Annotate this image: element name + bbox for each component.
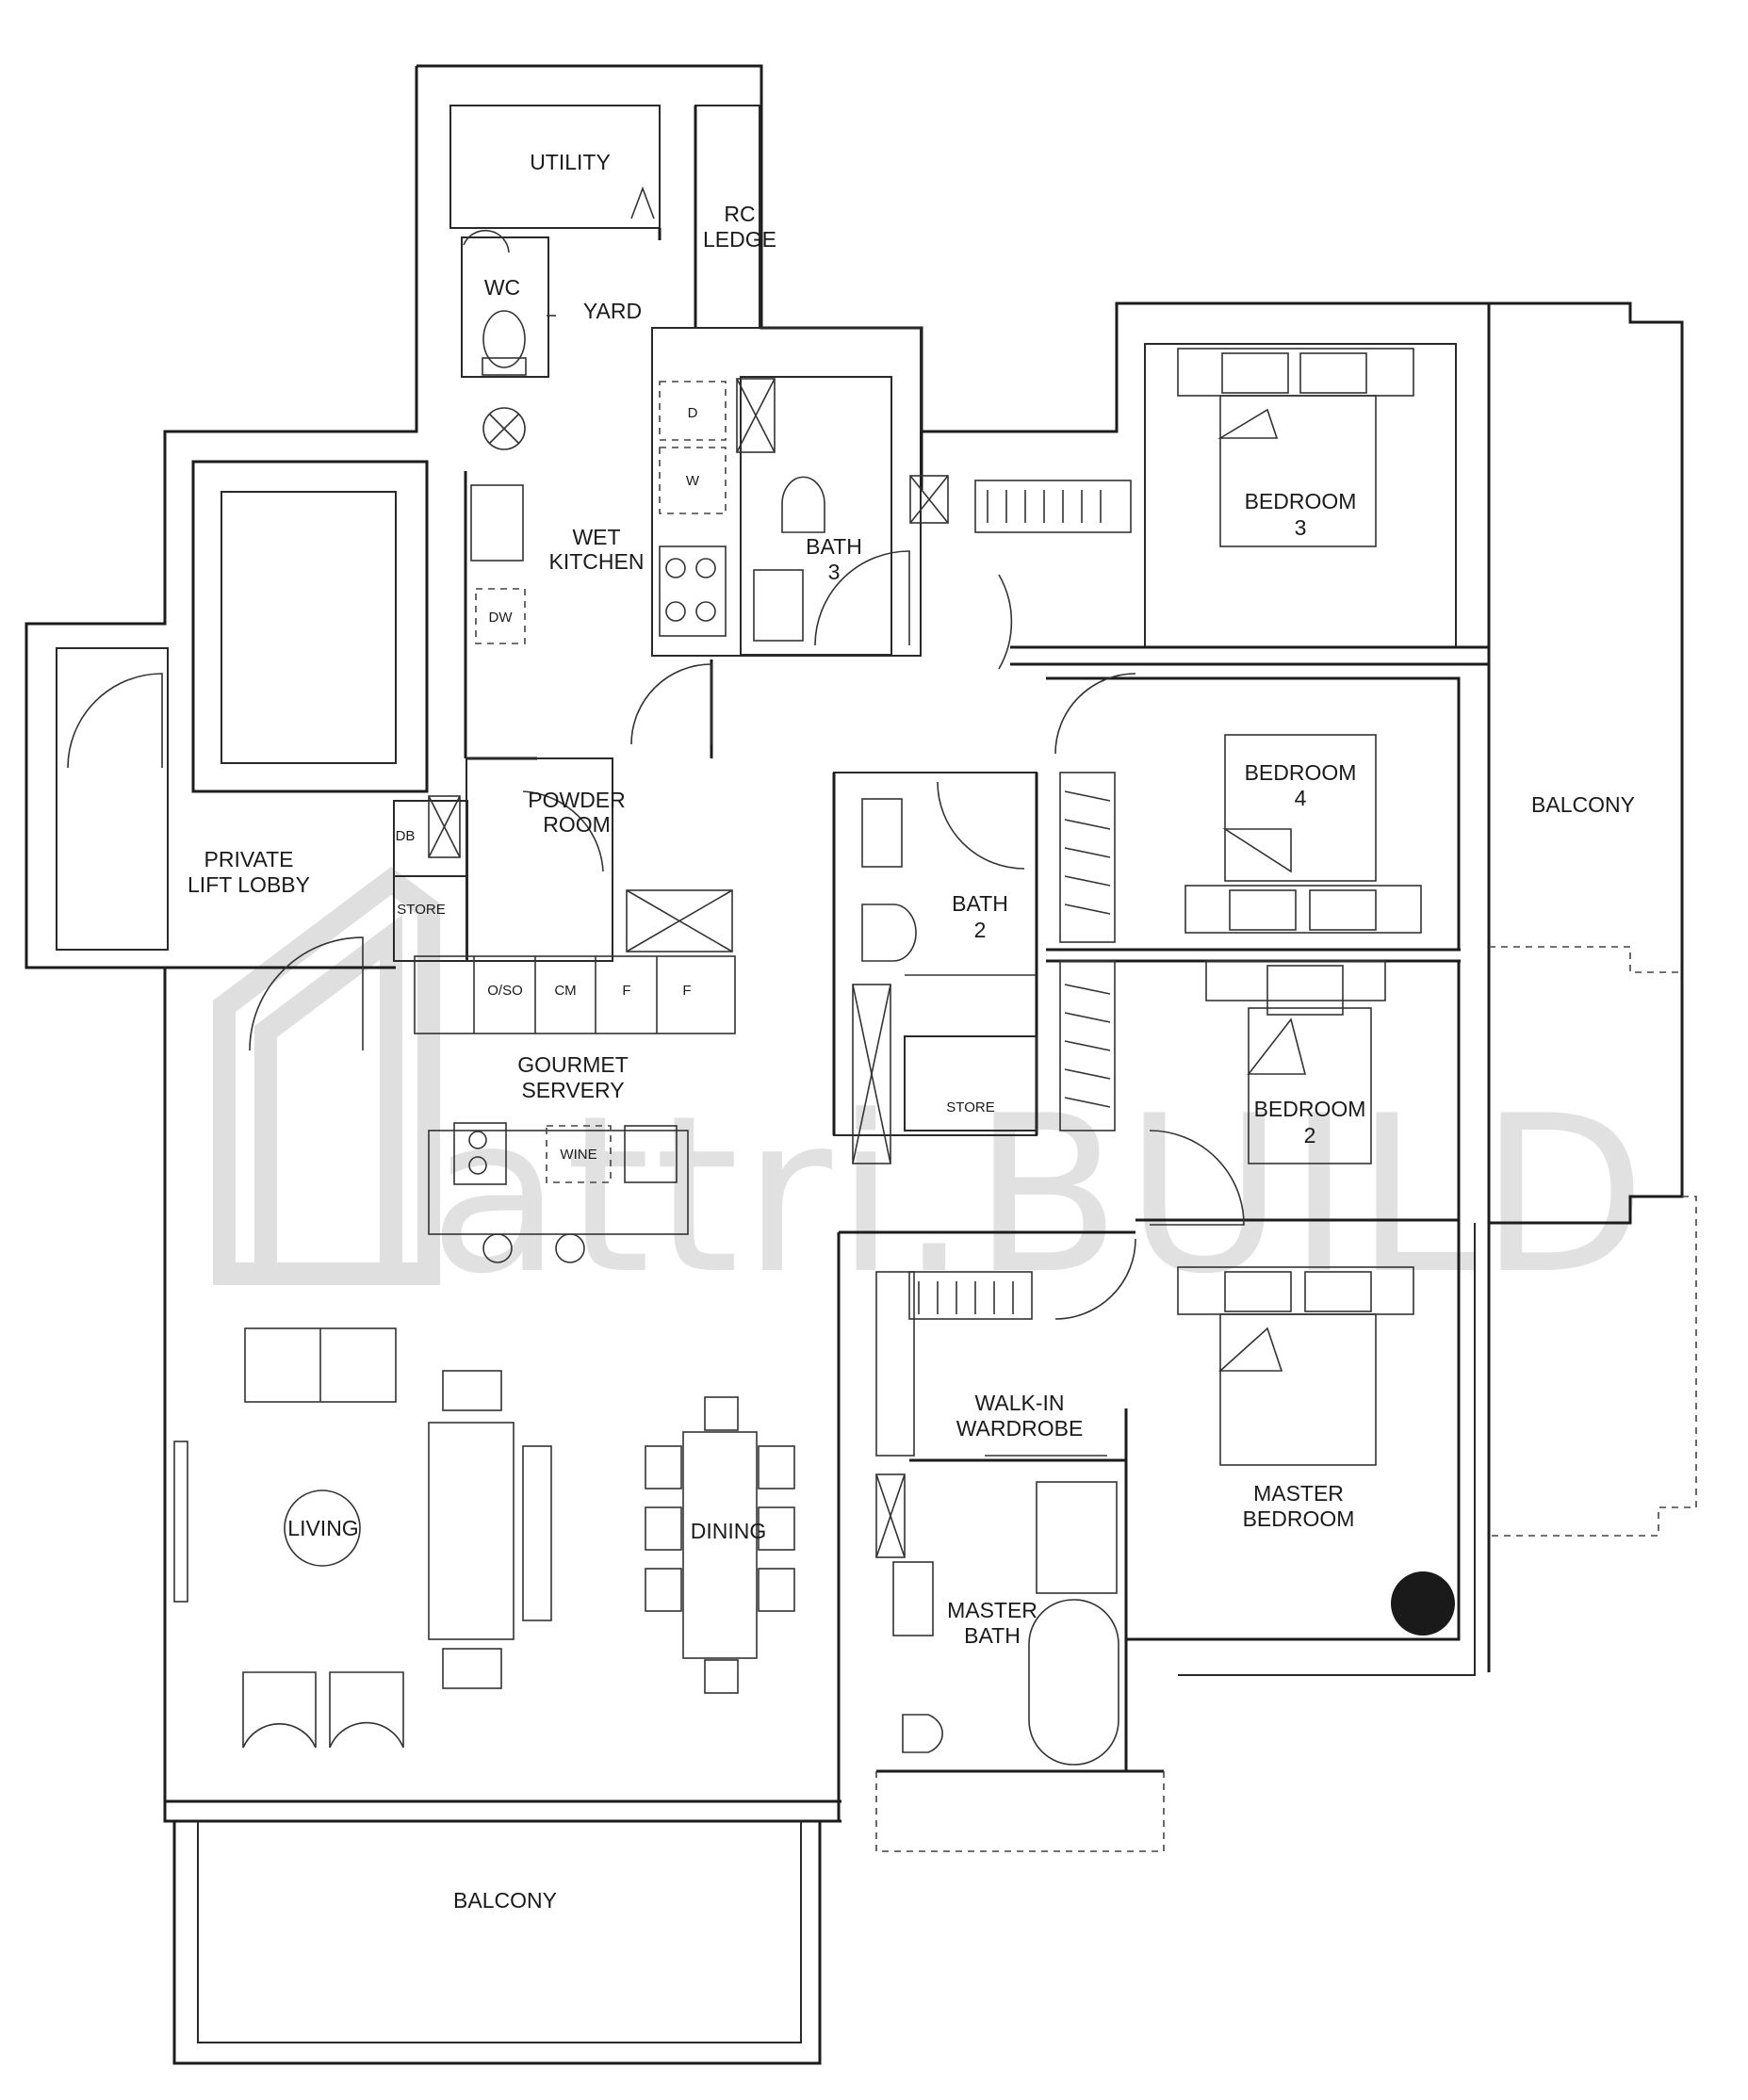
label-oven: O/SO xyxy=(487,983,523,999)
label-fridge-1: F xyxy=(622,983,630,999)
label-bedroom4-2: 4 xyxy=(1295,786,1307,810)
label-yard: YARD xyxy=(583,299,642,323)
label-dishwasher: DW xyxy=(489,610,514,626)
watermark: attri.BUILD xyxy=(213,866,1650,1322)
label-powder-room-2: ROOM xyxy=(543,812,611,837)
label-wc: WC xyxy=(484,275,520,300)
label-walk-in-wardrobe-2: WARDROBE xyxy=(956,1416,1084,1441)
label-bath2-2: 2 xyxy=(974,918,987,942)
label-walk-in-wardrobe-1: WALK-IN xyxy=(975,1391,1065,1415)
watermark-text: attri.BUILD xyxy=(429,1070,1650,1322)
column-marker xyxy=(1391,1571,1455,1636)
label-balcony-right: BALCONY xyxy=(1531,792,1635,817)
label-private-lift-lobby-1: PRIVATE xyxy=(204,847,294,871)
label-bath2-1: BATH xyxy=(952,891,1008,916)
ledges xyxy=(875,946,1697,1852)
label-master-bedroom-1: MASTER xyxy=(1253,1481,1344,1506)
label-gourmet-servery-2: SERVERY xyxy=(521,1078,624,1102)
doors xyxy=(67,550,1245,1320)
label-bath3-2: 3 xyxy=(828,560,841,584)
label-gourmet-servery-1: GOURMET xyxy=(517,1052,629,1077)
label-bedroom4-1: BEDROOM xyxy=(1245,760,1357,785)
label-bedroom3-2: 3 xyxy=(1295,515,1307,540)
label-fridge-2: F xyxy=(682,983,691,999)
label-bedroom2-1: BEDROOM xyxy=(1254,1097,1366,1121)
label-master-bath-2: BATH xyxy=(964,1623,1021,1648)
label-db: DB xyxy=(396,828,416,844)
label-rc-ledge-2: LEDGE xyxy=(703,227,776,252)
walls xyxy=(25,64,1684,2065)
watermark-house-icon xyxy=(213,866,440,1285)
room-labels: UTILITY RC LEDGE WC YARD WET KITCHEN BAT… xyxy=(188,150,1635,1913)
label-private-lift-lobby-2: LIFT LOBBY xyxy=(188,872,310,897)
label-bedroom2-2: 2 xyxy=(1304,1123,1316,1148)
label-master-bedroom-2: BEDROOM xyxy=(1243,1506,1355,1531)
label-wine: WINE xyxy=(560,1147,596,1163)
label-washer: W xyxy=(686,473,700,489)
fixtures xyxy=(173,186,1455,1766)
appliance-labels: D W DW O/SO CM F F WINE xyxy=(487,405,700,1163)
label-store-lobby: STORE xyxy=(397,902,445,918)
label-dining: DINING xyxy=(691,1519,767,1543)
label-living: LIVING xyxy=(287,1516,358,1540)
label-powder-room-1: POWDER xyxy=(528,788,626,812)
label-dryer: D xyxy=(688,405,698,421)
label-utility: UTILITY xyxy=(530,150,611,174)
label-bath3-1: BATH xyxy=(806,534,862,559)
label-balcony-bottom: BALCONY xyxy=(453,1888,557,1913)
label-store-bath2: STORE xyxy=(946,1099,994,1115)
label-coffee-machine: CM xyxy=(554,983,576,999)
label-rc-ledge-1: RC xyxy=(724,202,755,226)
label-bedroom3-1: BEDROOM xyxy=(1245,489,1357,513)
label-master-bath-1: MASTER xyxy=(947,1598,1037,1622)
label-wet-kitchen-2: KITCHEN xyxy=(549,549,645,574)
label-wet-kitchen-1: WET xyxy=(572,525,620,549)
